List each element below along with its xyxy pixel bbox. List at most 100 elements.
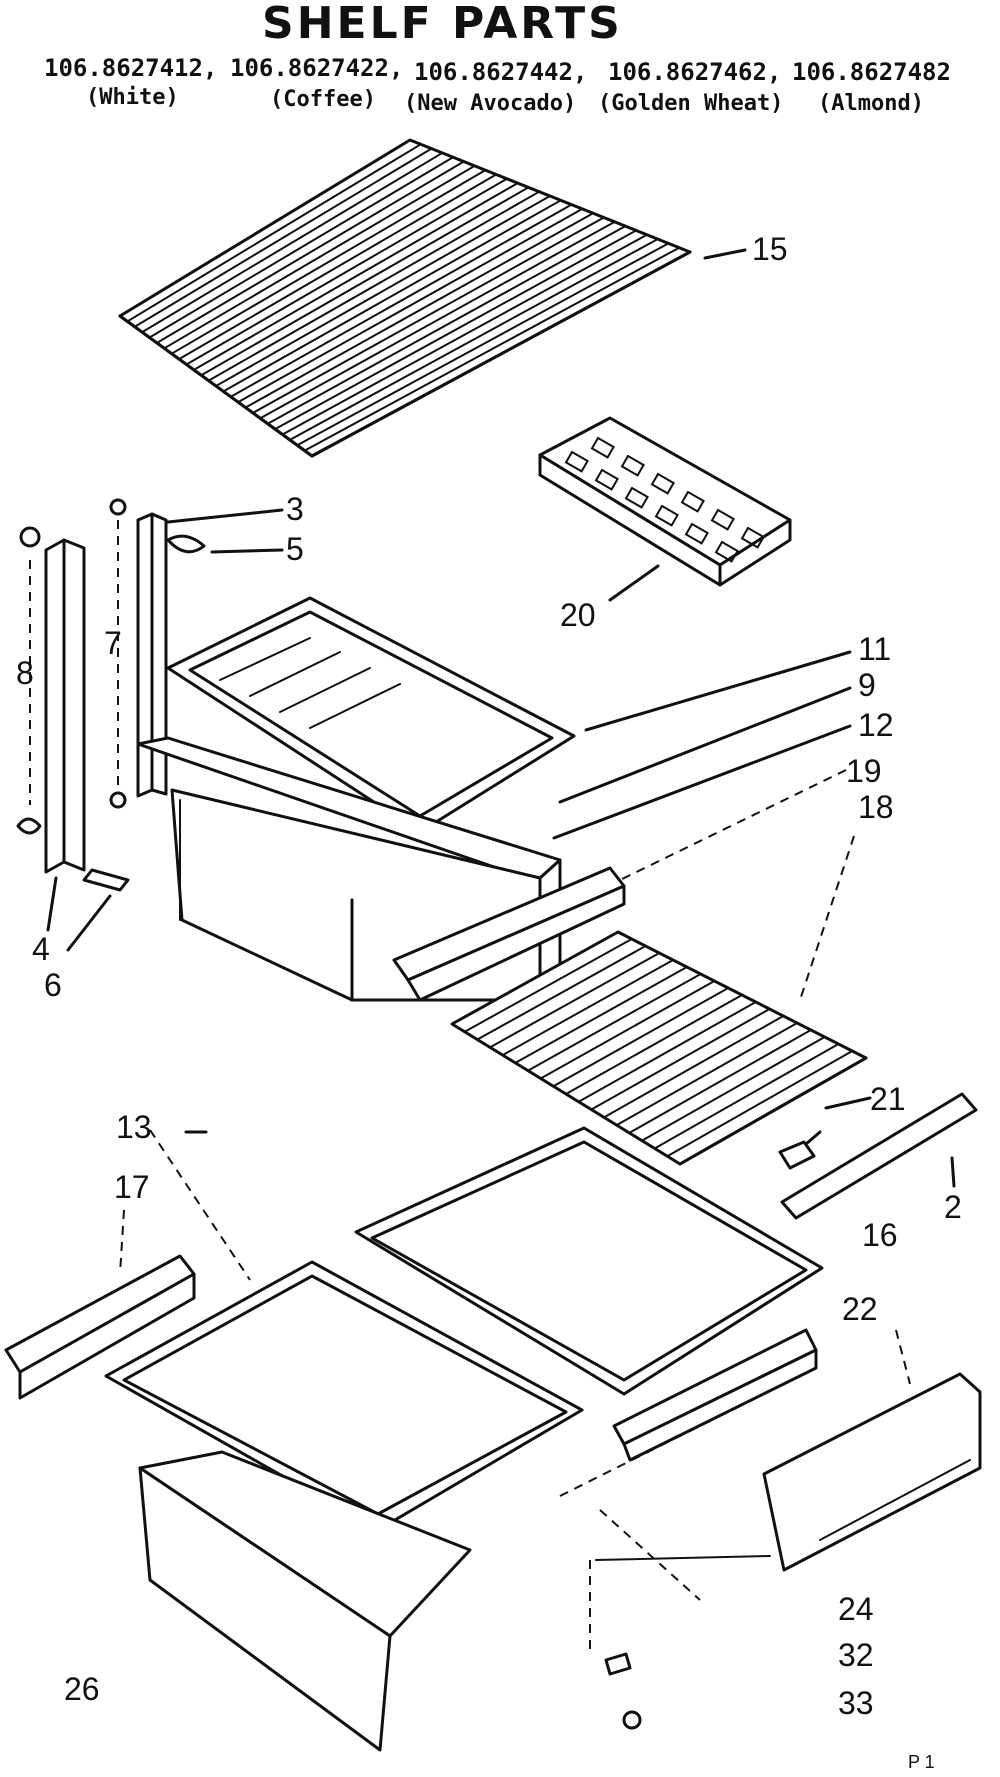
egg-cell <box>564 450 589 473</box>
svg-text:12: 12 <box>858 707 894 743</box>
model-number: 106.8627422, <box>230 54 403 82</box>
model-color: (White) <box>86 85 179 110</box>
egg-cell <box>680 490 705 513</box>
svg-text:16: 16 <box>862 1217 898 1253</box>
trim-strip-17 <box>4 1254 196 1400</box>
shelf-wire <box>539 980 716 1080</box>
callout-4: 4 <box>32 876 58 967</box>
callout-16: 16 <box>862 1217 898 1253</box>
shelf-wire <box>141 151 444 334</box>
shelf-wire <box>514 966 688 1064</box>
callout-2: 2 <box>944 1156 962 1225</box>
shelf-wire <box>641 1036 826 1142</box>
shelf-wire <box>170 169 487 355</box>
svg-text:2: 2 <box>944 1189 962 1225</box>
shelf-wire <box>207 190 541 382</box>
shelf-wire <box>565 994 743 1095</box>
svg-text:15: 15 <box>752 231 788 267</box>
svg-text:4: 4 <box>32 931 50 967</box>
svg-text:6: 6 <box>44 967 62 1003</box>
page-mark: P 1 <box>908 1752 935 1772</box>
svg-text:5: 5 <box>286 531 304 567</box>
drawer-26 <box>138 1450 472 1752</box>
shelf-front-bar <box>392 866 626 1002</box>
drawer-assembly <box>559 1373 805 1650</box>
wire-shelf-lower <box>450 930 868 1166</box>
model-number: 106.8627412, <box>44 54 217 82</box>
svg-text:22: 22 <box>842 1291 878 1327</box>
shelf-wire <box>527 973 702 1072</box>
shelf-wire <box>259 220 616 420</box>
shelf-rail-left <box>16 526 86 874</box>
egg-cell <box>740 526 765 549</box>
callout-11: 11 <box>584 631 891 732</box>
page-title: SHELF PARTS <box>262 0 623 49</box>
shelf-wire <box>215 195 551 387</box>
shelf-wire <box>296 242 670 447</box>
svg-text:8: 8 <box>16 655 34 691</box>
wire-shelf-top <box>118 138 692 458</box>
callout-17: 17 <box>114 1169 150 1275</box>
shelf-wire <box>666 1050 854 1158</box>
shelf-wire <box>590 1008 771 1111</box>
shelf-wire <box>200 186 530 377</box>
egg-cell <box>710 508 735 531</box>
shelf-wire <box>463 938 633 1033</box>
callout-5: 5 <box>210 531 304 567</box>
callout-32: 32 <box>838 1637 874 1673</box>
shelf-wire <box>163 164 476 350</box>
callout-9: 9 <box>558 667 876 804</box>
shelf-wire <box>126 143 422 323</box>
svg-text:13: 13 <box>116 1109 152 1145</box>
svg-text:9: 9 <box>858 667 876 703</box>
drawer-front-24 <box>762 1372 982 1572</box>
svg-text:19: 19 <box>846 753 882 789</box>
glass-shelf-right <box>354 1126 824 1396</box>
trim-strip-16 <box>780 1092 978 1220</box>
egg-cell <box>624 486 649 509</box>
shelf-wire <box>577 1001 757 1103</box>
callout-7: 7 <box>104 625 122 661</box>
shelf-wire <box>192 182 519 371</box>
shelf-wire <box>628 1029 812 1134</box>
svg-text:33: 33 <box>838 1685 874 1721</box>
shelf-wire <box>615 1022 799 1127</box>
shelf-wire <box>489 952 661 1049</box>
callout-21: 21 <box>824 1081 906 1117</box>
egg-tray <box>538 416 792 587</box>
model-number: 106.8627462, <box>608 58 781 86</box>
callout-13: 13 <box>116 1109 251 1281</box>
model-color: (Almond) <box>818 91 924 116</box>
callout-18: 18 <box>799 789 894 1001</box>
egg-cell <box>684 522 709 545</box>
callout-33: 33 <box>838 1685 874 1721</box>
shelf-wire <box>148 156 455 339</box>
callout-24: 24 <box>838 1591 874 1627</box>
egg-cell <box>594 468 619 491</box>
svg-text:3: 3 <box>286 491 304 527</box>
callout-12: 12 <box>552 707 894 840</box>
shelf-wire <box>303 246 681 452</box>
shelf-wire <box>178 173 498 361</box>
shelf-wire <box>229 203 573 398</box>
svg-text:18: 18 <box>858 789 894 825</box>
model-number: 106.8627442, <box>414 58 587 86</box>
shelf-wire <box>155 160 465 344</box>
callout-19: 19 <box>619 753 882 881</box>
shelf-wire <box>244 212 595 409</box>
shelf-trim-22 <box>612 1328 818 1462</box>
crisper-cover <box>166 596 576 834</box>
screw-fasteners <box>604 1652 642 1730</box>
callout-20: 20 <box>560 564 660 633</box>
callout-15: 15 <box>703 231 788 267</box>
callout-6: 6 <box>44 894 112 1003</box>
svg-text:26: 26 <box>64 1671 100 1707</box>
shelf-wire <box>237 207 584 404</box>
callout-22: 22 <box>842 1291 911 1385</box>
model-color: (New Avocado) <box>404 91 576 116</box>
callout-26: 26 <box>64 1671 100 1707</box>
model-list: 106.8627412, 106.8627422, 106.8627442, 1… <box>44 54 951 116</box>
svg-text:17: 17 <box>114 1169 150 1205</box>
shelf-wire <box>476 945 647 1041</box>
